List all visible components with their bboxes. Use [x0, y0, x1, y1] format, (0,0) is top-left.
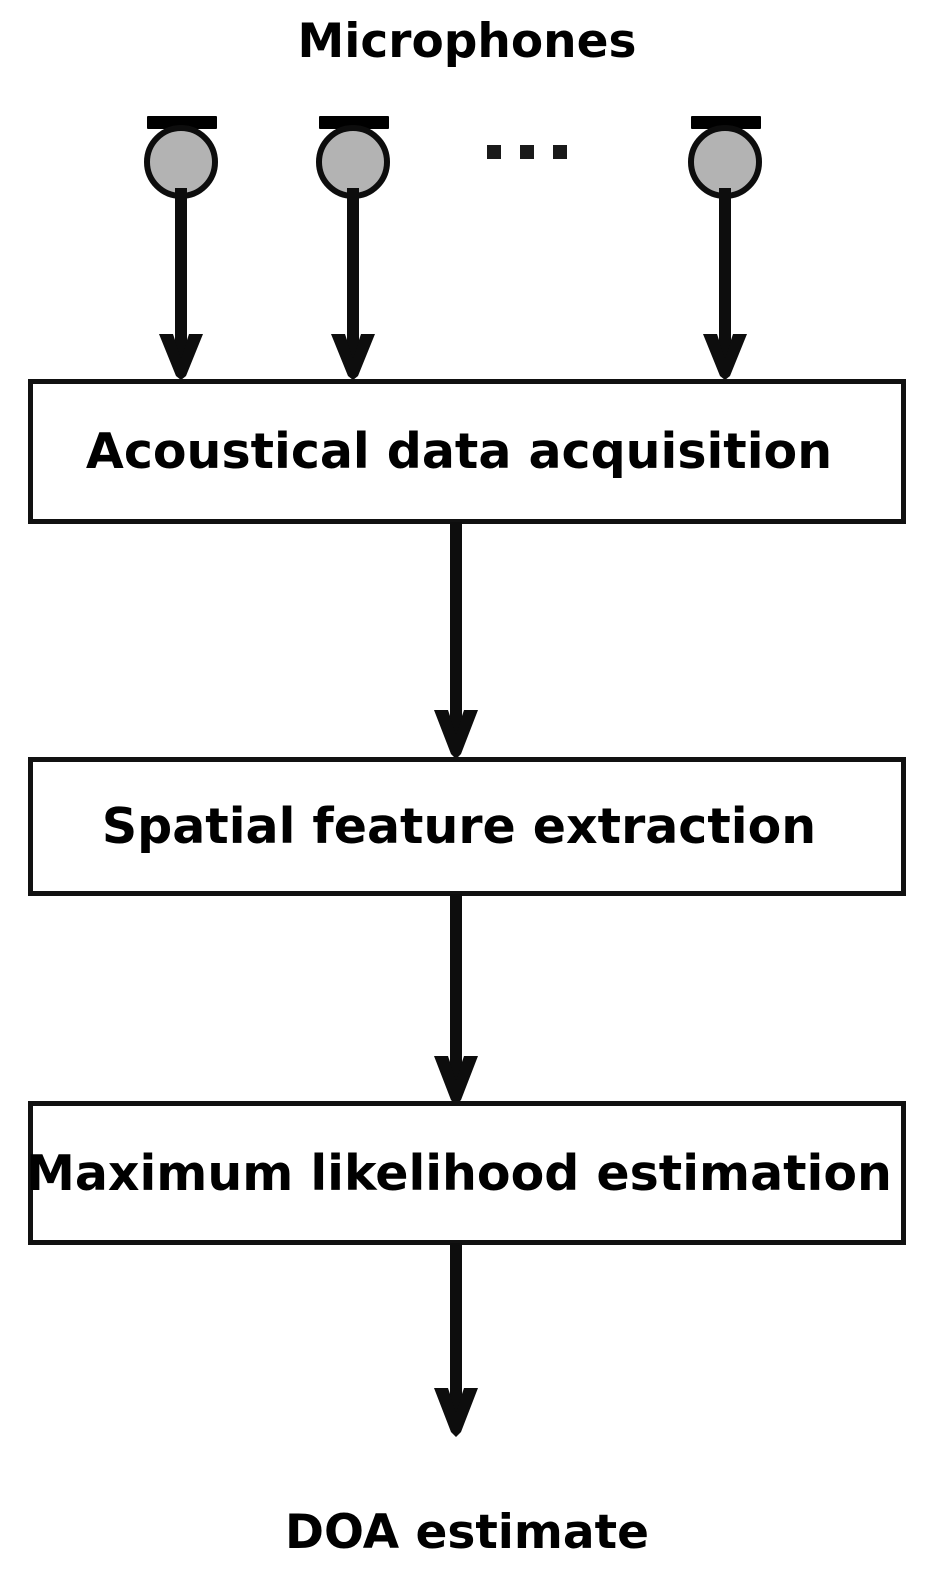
page-title: Microphones	[297, 14, 637, 69]
arrow-mic-3-to-acquisition	[700, 188, 750, 382]
stage-box-label: Acoustical data acquisition	[85, 423, 833, 480]
arrow-head-icon	[159, 334, 203, 380]
arrow-head-icon	[703, 334, 747, 380]
ellipsis-dot-icon	[553, 145, 567, 159]
arrow-head-icon	[434, 1056, 478, 1105]
microphone-bar-icon	[691, 116, 761, 129]
arrow-shaft	[450, 522, 462, 734]
stage-box-label: Spatial feature extraction	[101, 798, 817, 855]
arrow-feature-extraction-to-estimation	[431, 894, 481, 1106]
stage-box-acquisition[interactable]: Acoustical data acquisition	[28, 379, 906, 524]
arrow-shaft	[450, 894, 462, 1080]
arrow-shaft	[719, 188, 731, 358]
output-label: DOA estimate	[285, 1505, 649, 1560]
microphone-bar-icon	[147, 116, 217, 129]
microphone-2	[316, 116, 390, 199]
arrow-estimation-to-doa-estimate	[431, 1243, 481, 1438]
arrow-mic-1-to-acquisition	[156, 188, 206, 382]
microphone-3	[688, 116, 762, 199]
stage-box-feature-extraction[interactable]: Spatial feature extraction	[28, 757, 906, 896]
arrow-shaft	[347, 188, 359, 358]
microphone-1	[144, 116, 218, 199]
ellipsis-dot-icon	[520, 145, 534, 159]
ellipsis-dot-icon	[487, 145, 501, 159]
microphone-ellipsis	[487, 145, 567, 159]
arrow-head-icon	[434, 1388, 478, 1437]
arrow-mic-2-to-acquisition	[328, 188, 378, 382]
stage-box-label: Maximum likelihood estimation	[26, 1144, 892, 1202]
arrow-shaft	[450, 1243, 462, 1413]
arrow-head-icon	[331, 334, 375, 380]
arrow-shaft	[175, 188, 187, 358]
microphone-bar-icon	[319, 116, 389, 129]
stage-box-estimation[interactable]: Maximum likelihood estimation	[26, 1101, 906, 1245]
arrow-acquisition-to-feature-extraction	[431, 522, 481, 760]
arrow-head-icon	[434, 710, 478, 759]
